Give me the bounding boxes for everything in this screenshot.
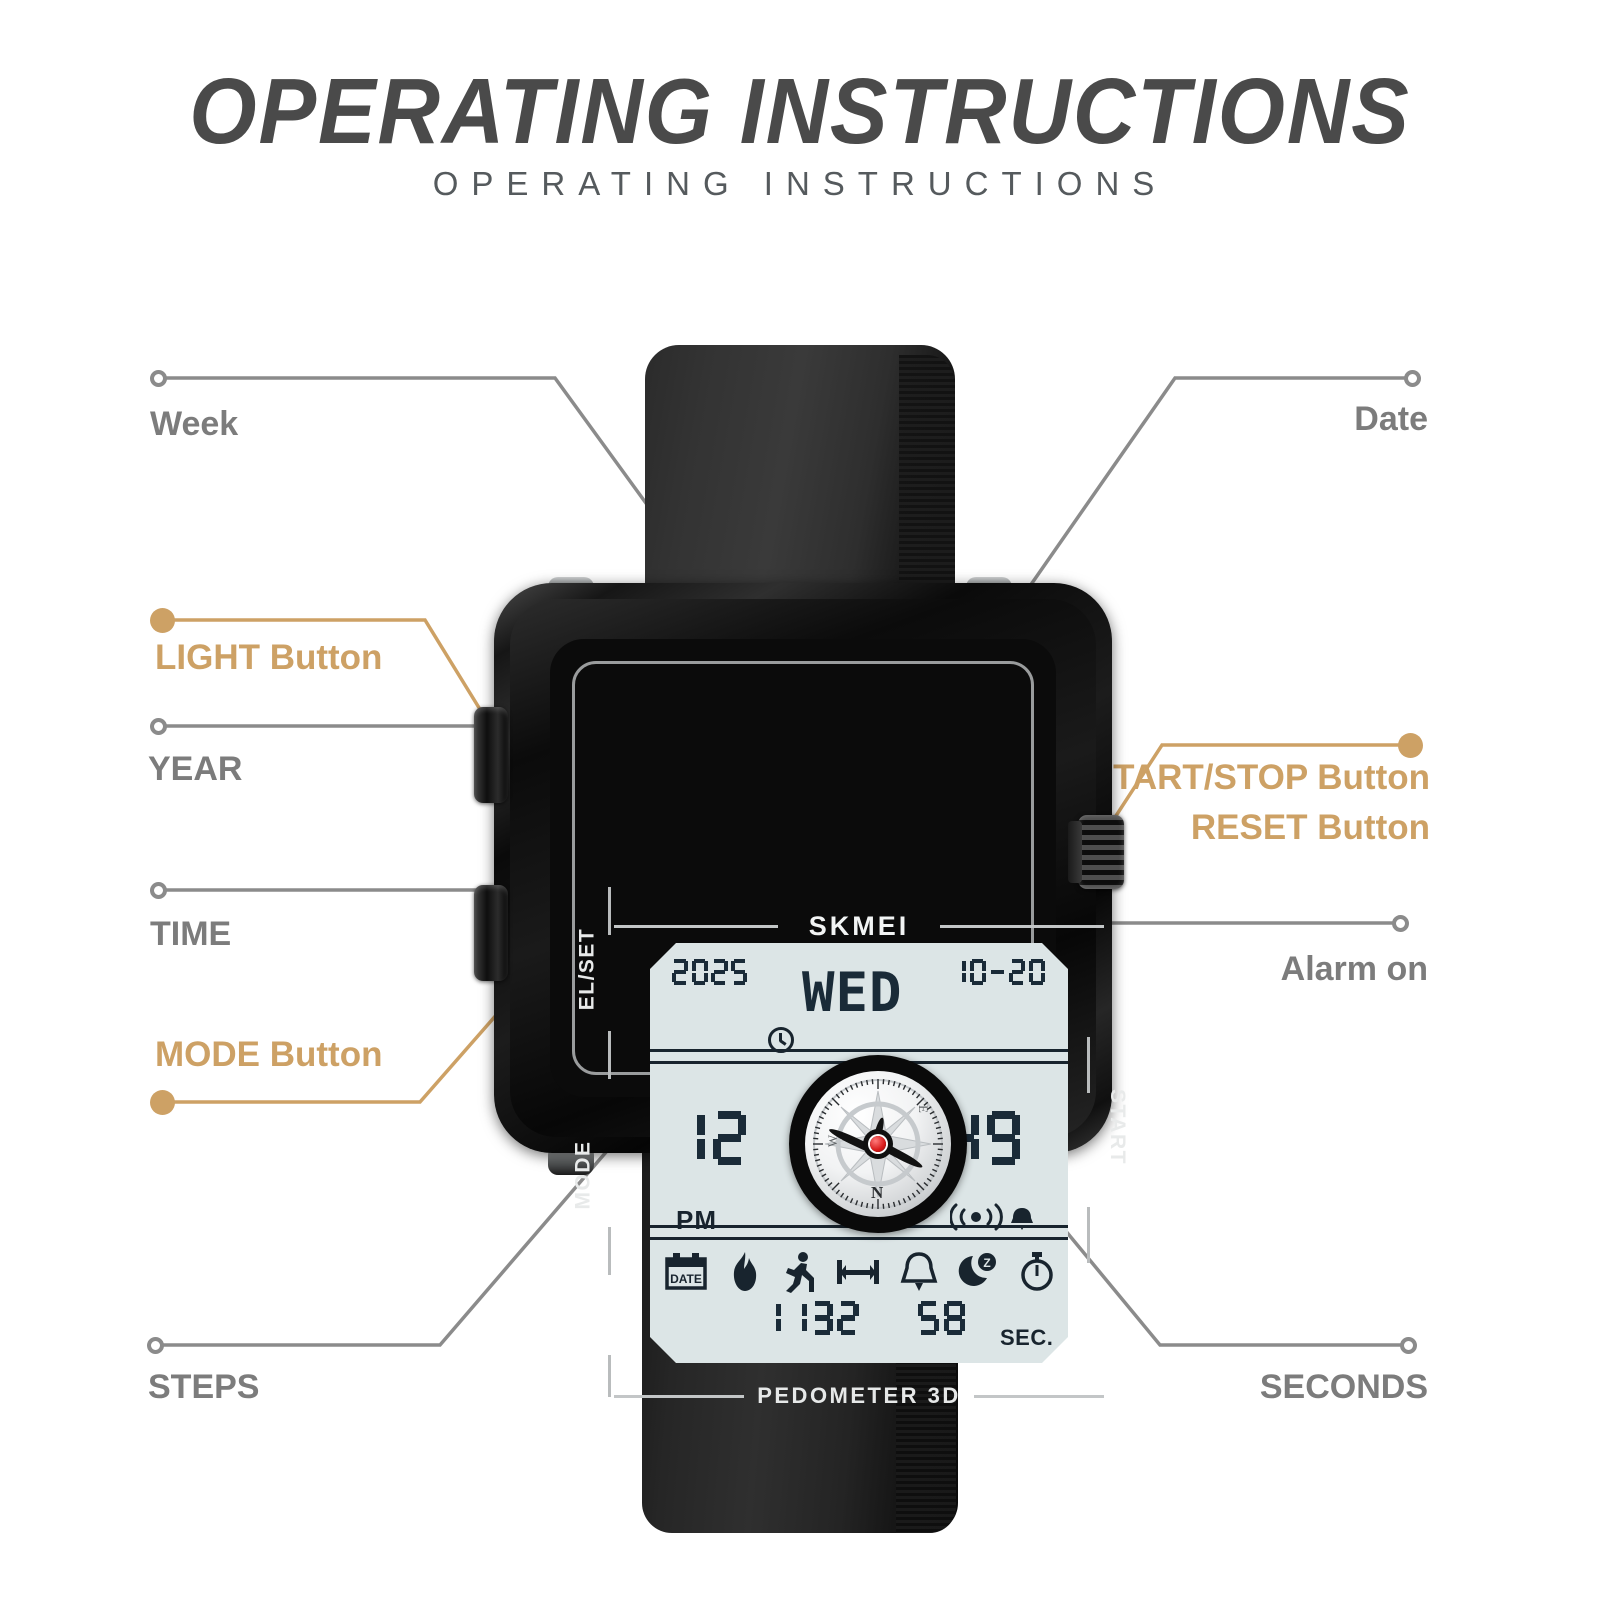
- display-steps-value: [760, 1301, 863, 1340]
- brand-dash-right: [940, 925, 1104, 928]
- seven-seg-digit: [786, 1301, 807, 1335]
- svg-text:Z: Z: [983, 1256, 990, 1270]
- callout-label-start-stop-button: START/STOP Button: [1089, 758, 1430, 797]
- compass-west-label: W: [825, 1134, 841, 1148]
- display-date-value: [950, 959, 1049, 990]
- light-button-pusher[interactable]: [474, 707, 508, 803]
- display-weekday-value: WED: [802, 961, 903, 1024]
- callout-label-date: Date: [1354, 400, 1428, 438]
- clock-icon: [768, 1027, 794, 1053]
- compass-north-label: N: [871, 1183, 884, 1202]
- alarm-bell-icon: [900, 1251, 938, 1298]
- bezel-dash-elset-bottom: [608, 1031, 611, 1079]
- sleep-moon-icon: Z: [957, 1252, 999, 1297]
- bezel-dash-start-bottom: [1087, 1207, 1090, 1263]
- compass-east-label: E: [915, 1105, 931, 1113]
- marker-week: [150, 370, 167, 387]
- marker-date: [1404, 370, 1421, 387]
- seven-seg-digit: [987, 1111, 1021, 1165]
- steps-runner-icon: [782, 1251, 816, 1298]
- display-seconds-label: SEC.: [1000, 1325, 1054, 1350]
- marker-light-button: [150, 608, 175, 633]
- seven-seg-digit: [918, 1301, 940, 1335]
- bezel-dash-start-top: [1087, 1037, 1090, 1093]
- compass-center-jewel: [863, 1129, 893, 1159]
- seven-seg-digit: [691, 959, 708, 985]
- marker-alarm-on: [1392, 915, 1409, 932]
- display-status-icons: [949, 1201, 1042, 1238]
- brand-logo: SKMEI: [808, 911, 910, 941]
- marker-seconds: [1400, 1337, 1417, 1354]
- marker-time: [150, 882, 167, 899]
- model-dash-right: [974, 1395, 1104, 1398]
- compass-dial: N E W: [789, 1055, 967, 1233]
- bezel-label-start: START: [1105, 1089, 1129, 1165]
- callout-label-time: TIME: [150, 915, 232, 953]
- bezel-dash-mode-top: [608, 1227, 611, 1275]
- display-year-value: [672, 959, 751, 990]
- watch-illustration: SKMEI PEDOMETER 3D EL/SET MODE START: [470, 345, 1130, 1533]
- seven-seg-digit: [1028, 959, 1046, 985]
- marker-mode-button: [150, 1090, 175, 1115]
- seven-seg-digit: [672, 1111, 706, 1165]
- page-title: OPERATING INSTRUCTIONS: [189, 59, 1411, 163]
- seven-seg-digit: [989, 959, 1005, 985]
- lcd-display: WED PM: [650, 943, 1068, 1363]
- seven-seg-digit: [1009, 959, 1026, 985]
- bell-icon: [1011, 1208, 1033, 1230]
- calories-flame-icon: [727, 1251, 763, 1298]
- callout-label-mode-button: MODE Button: [155, 1035, 383, 1074]
- lcd-mode-icon-row: DATE: [664, 1251, 1056, 1297]
- model-dash-left: [614, 1395, 744, 1398]
- seven-seg-digit: [837, 1301, 859, 1335]
- seven-seg-digit: [943, 1301, 965, 1335]
- seven-seg-digit: [731, 959, 748, 985]
- compass-face: N E W: [805, 1071, 951, 1217]
- seven-seg-digit: [711, 959, 728, 985]
- callout-label-steps: STEPS: [148, 1368, 260, 1406]
- callout-label-light-button: LIGHT Button: [155, 638, 383, 677]
- bezel-dash-elset-top: [608, 887, 611, 935]
- marker-steps: [147, 1337, 164, 1354]
- model-text: PEDOMETER 3D: [757, 1383, 961, 1408]
- seven-seg-digit: [672, 959, 689, 985]
- bezel-label-el-set: EL/SET: [575, 927, 599, 1011]
- distance-icon: [835, 1255, 881, 1294]
- stopwatch-icon: [1018, 1251, 1056, 1298]
- lcd-rule-1: [650, 1049, 1068, 1052]
- date-calendar-icon: DATE: [664, 1252, 708, 1297]
- seven-seg-digit: [812, 1301, 833, 1335]
- watch-case: SKMEI PEDOMETER 3D EL/SET MODE START: [494, 583, 1129, 1408]
- marker-start-stop-button: [1398, 733, 1423, 758]
- lcd-top-row: WED: [650, 959, 1068, 1024]
- display-seconds-value: [918, 1301, 970, 1340]
- display-hours-value: [672, 1111, 754, 1170]
- svg-text:DATE: DATE: [670, 1272, 702, 1286]
- brand-dash-left: [614, 925, 778, 928]
- seven-seg-digit: [760, 1301, 782, 1335]
- callout-label-week: Week: [150, 405, 239, 443]
- marker-year: [150, 718, 167, 735]
- callout-label-reset-button: RESET Button: [1190, 808, 1430, 847]
- seven-seg-digit: [950, 959, 967, 985]
- watch-case-inner: SKMEI PEDOMETER 3D EL/SET MODE START: [510, 599, 1129, 1408]
- signal-icon: [949, 1203, 1033, 1231]
- start-stop-reset-crown[interactable]: [1068, 815, 1124, 889]
- callout-label-seconds: SECONDS: [1259, 1368, 1428, 1406]
- mode-button-pusher[interactable]: [474, 885, 508, 981]
- lcd-rule-4: [650, 1237, 1068, 1240]
- seven-seg-digit: [969, 959, 986, 985]
- callout-label-alarm-on: Alarm on: [1280, 950, 1428, 988]
- watch-bezel: SKMEI PEDOMETER 3D EL/SET MODE START: [550, 639, 1129, 1408]
- bezel-label-mode: MODE: [571, 1140, 595, 1210]
- callout-label-year: YEAR: [148, 750, 243, 788]
- bezel-dash-mode-bottom: [608, 1355, 611, 1397]
- seven-seg-digit: [713, 1111, 747, 1165]
- page-subtitle: OPERATING INSTRUCTIONS: [432, 165, 1168, 202]
- display-meridiem: PM: [676, 1205, 717, 1235]
